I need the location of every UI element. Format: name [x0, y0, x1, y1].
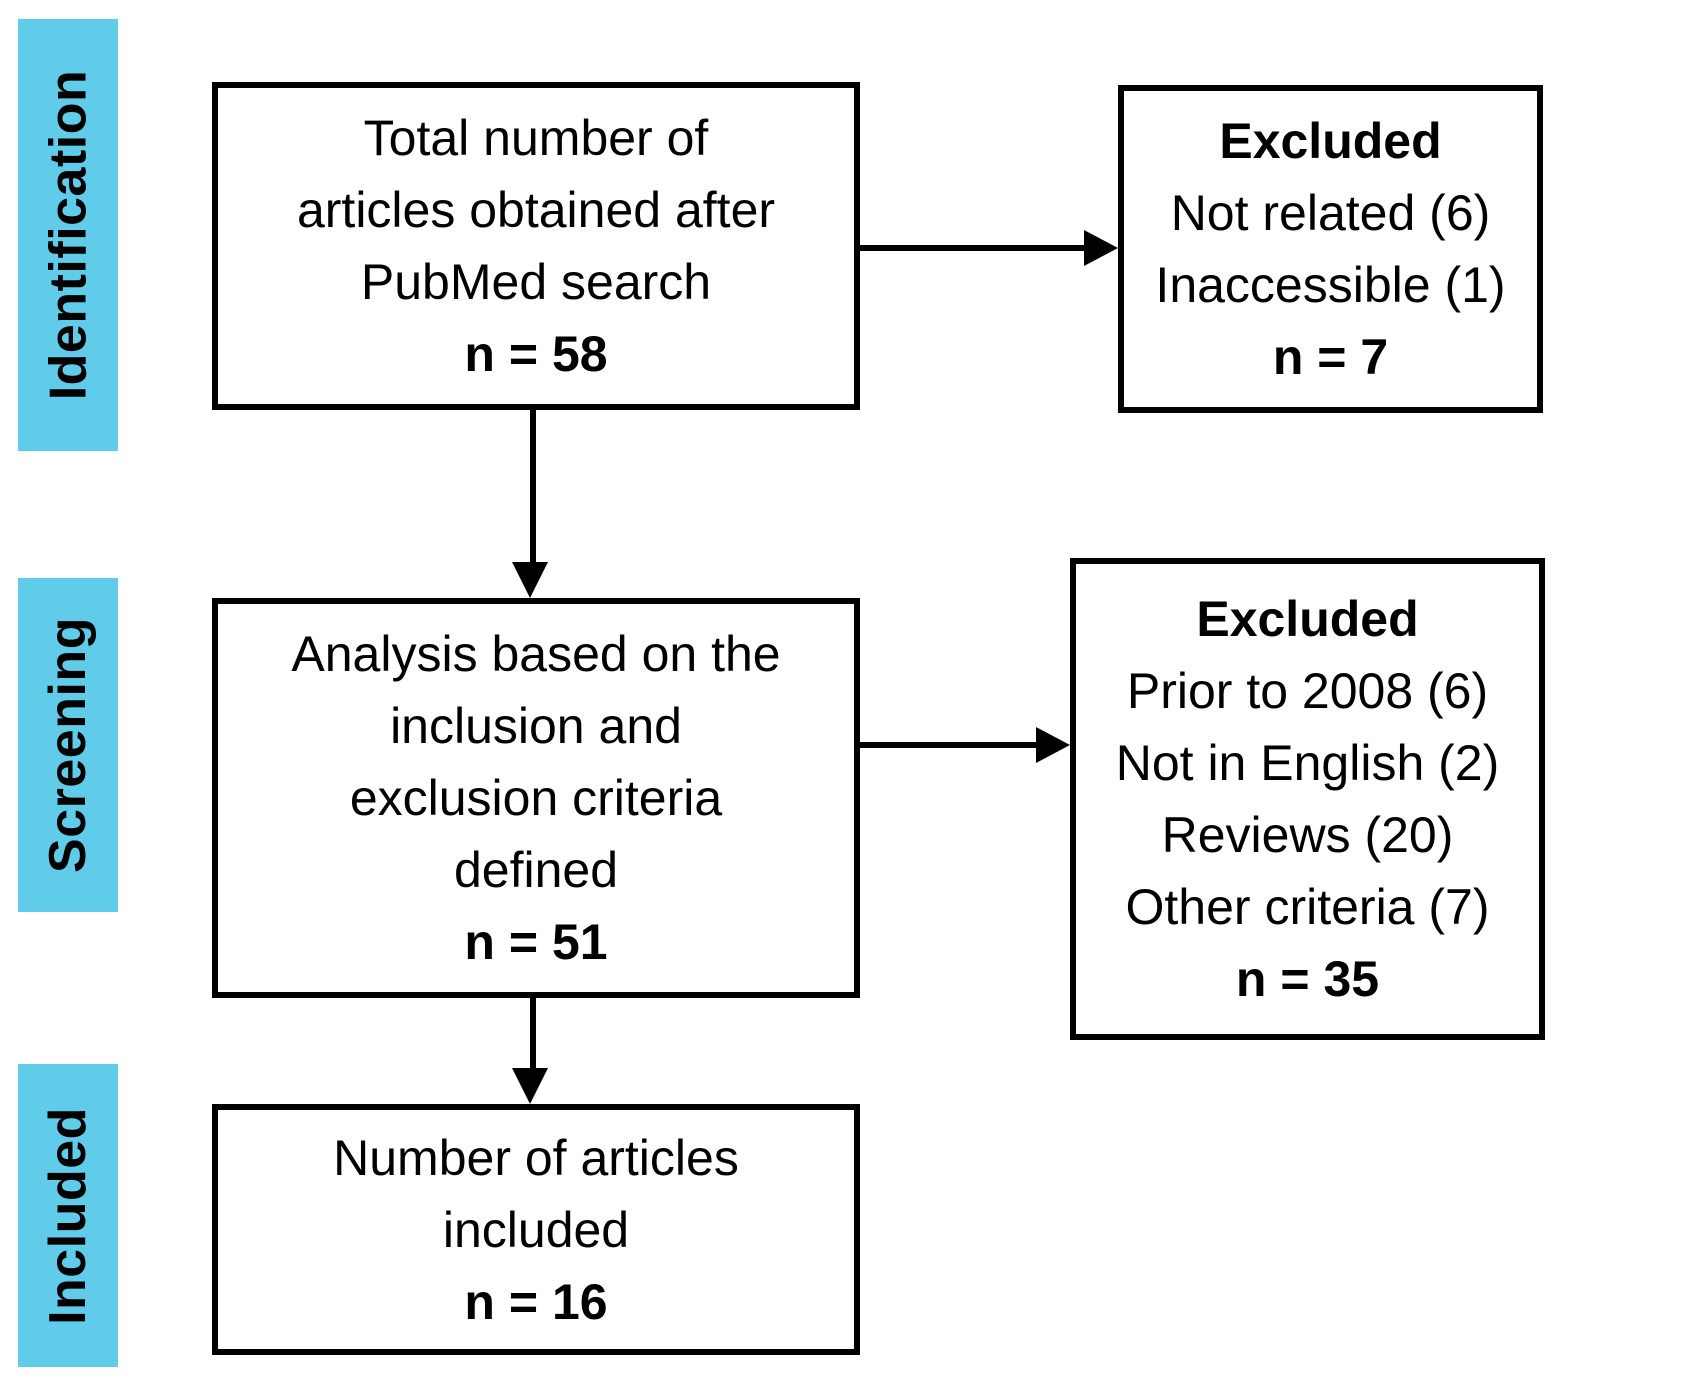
box-text-line: Not in English (2) [1115, 735, 1500, 791]
arrow-identification-to-screening [530, 410, 536, 564]
stage-band-included: Included [18, 1064, 118, 1367]
box-text-line: Other criteria (7) [1125, 879, 1490, 935]
arrow-head-right-icon [1036, 727, 1070, 763]
box-text-line: articles obtained after [296, 182, 776, 238]
box-criteria-analysis: Analysis based on the inclusion and excl… [212, 598, 860, 998]
box-title: Excluded [1196, 591, 1419, 647]
box-text-line: Inaccessible (1) [1155, 257, 1506, 313]
box-text-line: included [442, 1201, 630, 1258]
box-text-line: Number of articles [333, 1129, 739, 1186]
box-excluded-screening: Excluded Prior to 2008 (6) Not in Englis… [1070, 558, 1545, 1040]
box-text-line: Not related (6) [1170, 185, 1491, 241]
box-text-line: PubMed search [360, 254, 712, 310]
box-pubmed-search: Total number of articles obtained after … [212, 82, 860, 410]
box-text-line: Prior to 2008 (6) [1126, 663, 1489, 719]
arrow-head-right-icon [1084, 230, 1118, 266]
box-title: Excluded [1219, 113, 1442, 169]
stage-band-screening: Screening [18, 578, 118, 912]
count-label: n = 35 [1235, 951, 1380, 1007]
box-excluded-identification: Excluded Not related (6) Inaccessible (1… [1118, 85, 1543, 413]
arrow-to-excluded-screening [860, 742, 1036, 748]
box-text-line: Reviews (20) [1161, 807, 1454, 863]
box-articles-included: Number of articles included n = 16 [212, 1104, 860, 1355]
box-text-line: Analysis based on the [291, 626, 781, 682]
stage-label-screening: Screening [39, 617, 98, 873]
arrow-to-excluded-identification [860, 245, 1086, 251]
count-label: n = 51 [464, 914, 608, 970]
stage-label-identification: Identification [39, 69, 97, 401]
stage-label-included: Included [39, 1106, 98, 1325]
stage-band-identification: Identification [18, 19, 118, 451]
count-label: n = 16 [464, 1273, 608, 1330]
arrow-head-down-icon [512, 1068, 548, 1104]
box-text-line: exclusion criteria [349, 770, 723, 826]
box-text-line: defined [453, 842, 619, 898]
arrow-screening-to-included [530, 998, 536, 1068]
box-text-line: Total number of [363, 110, 709, 166]
count-label: n = 58 [464, 326, 608, 382]
box-text-line: inclusion and [390, 698, 682, 754]
count-label: n = 7 [1272, 329, 1389, 385]
arrow-head-down-icon [512, 562, 548, 598]
